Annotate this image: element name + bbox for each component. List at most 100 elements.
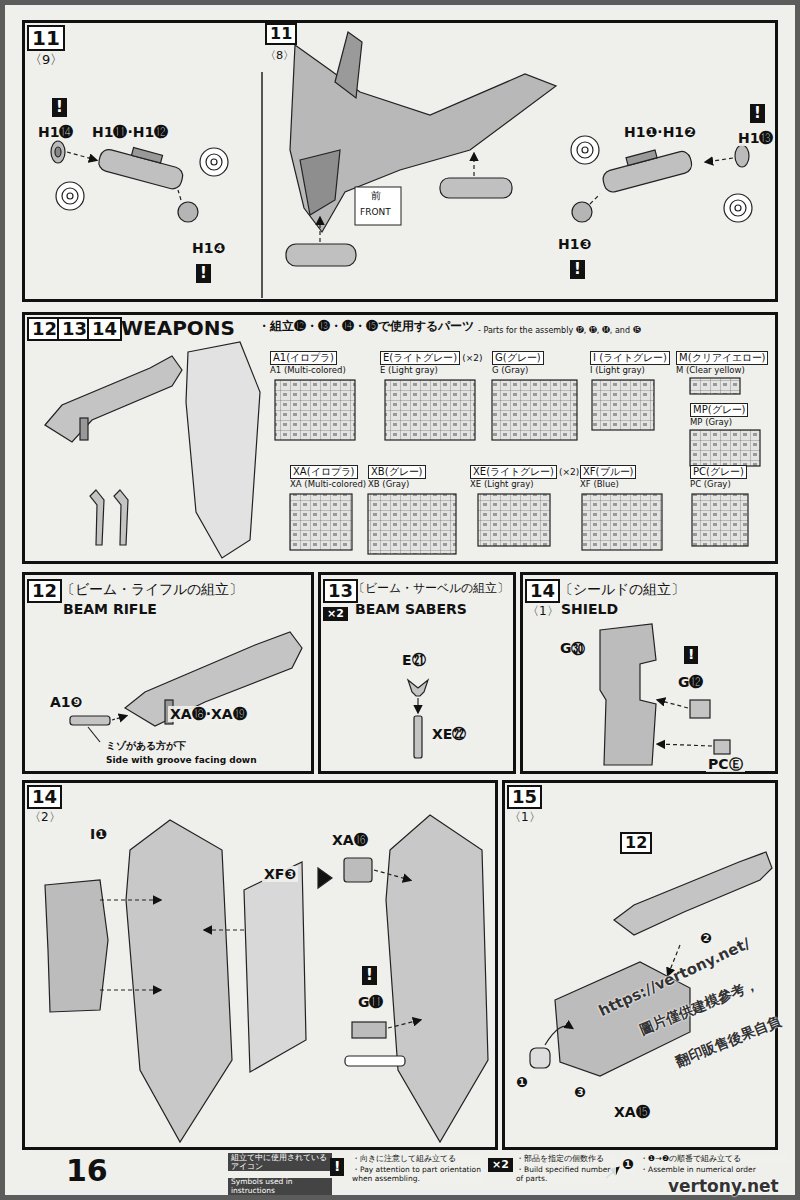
symbol-badge: ×2 <box>488 1158 513 1172</box>
runner-name-en: MP (Gray) <box>690 417 748 427</box>
runner-label: XF(ブルー)XF (Blue) <box>580 460 636 489</box>
runner-name: XF(ブルー) <box>580 465 636 479</box>
runner-name: M(クリアイエロー) <box>676 351 768 365</box>
runner-name: MP(グレー) <box>690 403 748 417</box>
note-text: ・向きに注意して組み立てる <box>352 1154 484 1163</box>
note-text: ・Build specified number of parts. <box>516 1166 616 1183</box>
callout-number: G⓬ <box>676 674 706 690</box>
callout-number: H1❹ <box>190 240 227 256</box>
runner-name: G(グレー) <box>492 351 544 365</box>
legend-note: Symbols used in instructions <box>228 1178 332 1195</box>
runner-label: PC(グレー)PC (Gray) <box>690 460 747 489</box>
note-text: ・Pay attention to part orientation when … <box>352 1166 484 1183</box>
symbol-badge: ! <box>52 98 67 117</box>
heading: SHIELD <box>561 601 618 617</box>
heading: BEAM RIFLE <box>63 601 157 617</box>
runner-label: XB(グレー)XB (Gray) <box>368 460 426 489</box>
runner-name-en: XE (Light gray) <box>470 479 579 489</box>
heading: ・組立⓬・⓭・⓮・⓯で使用するパーツ <box>258 320 474 334</box>
step-reference: 12 <box>620 832 652 854</box>
runner-name: E(ライトグレー) <box>380 351 460 365</box>
step-number: 14 <box>27 785 62 809</box>
step-panel: 13 ×2 〔ビーム・サーベルの組立〕 BEAM SABERS <box>318 572 516 774</box>
runner-label: E(ライトグレー)(×2)E (Light gray) <box>380 346 482 375</box>
symbol-badge: ! <box>750 104 765 123</box>
callout-number: ❷ <box>698 930 714 946</box>
label-text: 前 <box>371 190 381 202</box>
callout-number: I❶ <box>88 826 109 842</box>
runner-name-en: G (Gray) <box>492 365 544 375</box>
runner-label: XE(ライトグレー)(×2)XE (Light gray) <box>470 460 579 489</box>
panel-text: 〈1〉 <box>527 605 559 619</box>
runner-name: A1(イロプラ) <box>270 351 337 365</box>
legend-note: 組立て中に使用されているアイコン <box>228 1153 332 1171</box>
runner-name-en: XF (Blue) <box>580 479 636 489</box>
callout-number: E㉑ <box>400 652 428 668</box>
callout-number: ❶ <box>514 1074 530 1090</box>
runner-name-en: XB (Gray) <box>368 479 426 489</box>
step-reference: 11〈8〉 <box>265 23 301 73</box>
panel-text: 〔ビーム・ライフルの組立〕 <box>61 581 243 597</box>
runner-name-en: M (Clear yellow) <box>676 365 768 375</box>
runner-name: I (ライトグレー) <box>590 351 670 365</box>
watermark: vertony.net <box>668 1177 779 1197</box>
panel-text: 〔シールドの組立〕 <box>559 581 685 597</box>
step-number: 15 <box>507 785 542 809</box>
label-text: FRONT <box>360 207 391 217</box>
heading: BEAM SABERS <box>355 601 467 617</box>
callout-number: H1❸ <box>556 236 593 252</box>
runner-label: A1(イロプラ)A1 (Multi-colored) <box>270 346 346 375</box>
panel-text: 〈9〉 <box>29 53 63 68</box>
callout-number: G⓫ <box>356 994 386 1010</box>
symbol-badge: ! <box>684 646 698 664</box>
step-number: 14 <box>87 317 122 341</box>
callout-number: ❶ <box>620 1156 636 1172</box>
callout-number: H1❶·H1❷ <box>622 124 698 140</box>
panel-text: 〈8〉 <box>265 50 294 63</box>
step-number: 11 <box>265 23 297 45</box>
runner-label: XA(イロプラ)XA (Multi-colored) <box>290 460 366 489</box>
step-panel: 14〈1〉〔シールドの組立〕SHIELD <box>520 572 778 774</box>
label-text: ・Assemble in numerical order <box>640 1166 756 1175</box>
symbol-badge: ! <box>330 1158 344 1176</box>
callout-number: XA⓯ <box>612 1104 652 1120</box>
runner-name: PC(グレー) <box>690 465 747 479</box>
quantity: (×2) <box>559 467 579 478</box>
note-text: ・部品を指定の個数作る <box>516 1154 616 1163</box>
runner-name-en: I (Light gray) <box>590 365 670 375</box>
panel-text: 〔ビーム・サーベルの組立〕 <box>353 582 509 596</box>
callout-number: H1⓭ <box>736 130 775 146</box>
step-number: 13 <box>323 579 358 603</box>
quantity: (×2) <box>462 353 482 364</box>
heading: WEAPONS <box>121 317 235 340</box>
symbol-badge: ×2 <box>323 607 348 621</box>
runner-label: M(クリアイエロー)M (Clear yellow) <box>676 346 768 375</box>
runner-label: G(グレー)G (Gray) <box>492 346 544 375</box>
callout-number: G㉚ <box>558 640 588 656</box>
symbol-badge: ! <box>196 264 211 283</box>
symbol-badge: ! <box>570 260 585 279</box>
note-text: ・❶→❷の順番で組み立てる <box>640 1154 790 1163</box>
runner-label: I (ライトグレー)I (Light gray) <box>590 346 670 375</box>
label-text: - Parts for the assembly ⓬, ⓭, ⓮, and ⓯ <box>478 326 641 335</box>
step-panel: 121314WEAPONSA1(イロプラ)A1 (Multi-colored)E… <box>22 312 778 564</box>
callout-number: H1⓮ <box>36 124 75 140</box>
runner-name: XB(グレー) <box>368 465 426 479</box>
callout-number: PCⒺ <box>706 756 745 772</box>
callout-number: XA⓲·XA⓳ <box>168 706 249 722</box>
callout-number: XA⓰ <box>330 832 370 848</box>
runner-name-en: E (Light gray) <box>380 365 482 375</box>
step-number: 11 <box>27 25 65 51</box>
runner-name-en: XA (Multi-colored) <box>290 479 366 489</box>
callout-number: ミゾがある方が下 <box>104 740 188 752</box>
callout-number: ❸ <box>572 1084 588 1100</box>
callout-number: XE㉒ <box>430 726 468 742</box>
runner-name-en: PC (Gray) <box>690 479 747 489</box>
callout-number: A1❾ <box>48 694 84 710</box>
heading: 16 <box>66 1154 108 1189</box>
callout-number: Side with groove facing down <box>104 755 259 765</box>
runner-name: XA(イロプラ) <box>290 465 358 479</box>
panel-text: 〈1〉 <box>509 811 541 825</box>
step-number: 12 <box>27 579 62 603</box>
